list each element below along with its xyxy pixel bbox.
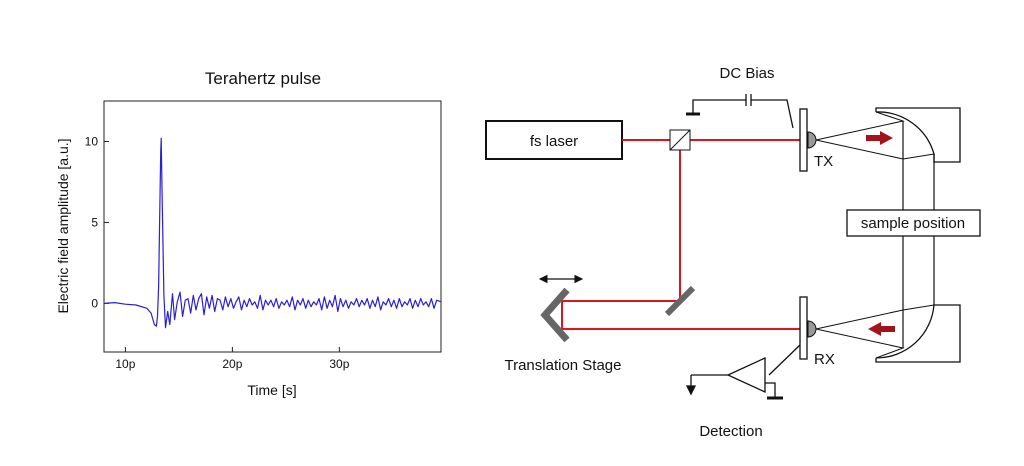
x-tick-label: 10p — [115, 357, 135, 371]
double-arrow-icon — [538, 274, 584, 284]
rx-antenna — [799, 296, 935, 360]
retroreflector — [540, 287, 570, 343]
x-axis-label: Time [s] — [247, 382, 296, 398]
y-axis-ticks: 0 5 10 — [85, 134, 109, 310]
chart-title: Terahertz pulse — [205, 69, 321, 88]
y-tick-label: 10 — [85, 134, 99, 148]
x-axis-ticks: 10p 20p 30p — [115, 347, 350, 371]
thz-setup-diagram: fs laser Translation Stage — [485, 65, 981, 440]
x-tick-label: 30p — [329, 357, 349, 371]
y-axis-label: Electric field amplitude [a.u.] — [55, 138, 71, 313]
y-tick-label: 5 — [91, 215, 98, 229]
fs-laser-box — [485, 120, 623, 160]
fs-laser-label: fs laser — [530, 133, 578, 150]
laser-beam-path — [561, 139, 808, 330]
translation-stage-label: Translation Stage — [504, 357, 621, 374]
turning-mirror — [664, 285, 696, 317]
dc-bias-label: DC Bias — [719, 65, 774, 82]
detection-amplifier — [685, 344, 801, 400]
parabolic-mirror-top — [875, 107, 961, 163]
arrow-right-icon — [866, 131, 893, 145]
sample-position-box — [846, 209, 981, 237]
plot-frame — [103, 100, 442, 353]
dc-bias-circuit — [686, 94, 794, 129]
series-line — [103, 137, 442, 329]
sample-position-label: sample position — [861, 215, 965, 232]
detection-label: Detection — [699, 423, 762, 440]
y-tick-label: 0 — [91, 296, 98, 310]
rx-label: RX — [814, 351, 835, 368]
parabolic-mirror-bottom — [875, 304, 961, 363]
beam-splitter — [669, 129, 691, 151]
x-tick-label: 20p — [222, 357, 242, 371]
tx-label: TX — [814, 153, 833, 170]
arrow-left-icon — [868, 322, 895, 336]
